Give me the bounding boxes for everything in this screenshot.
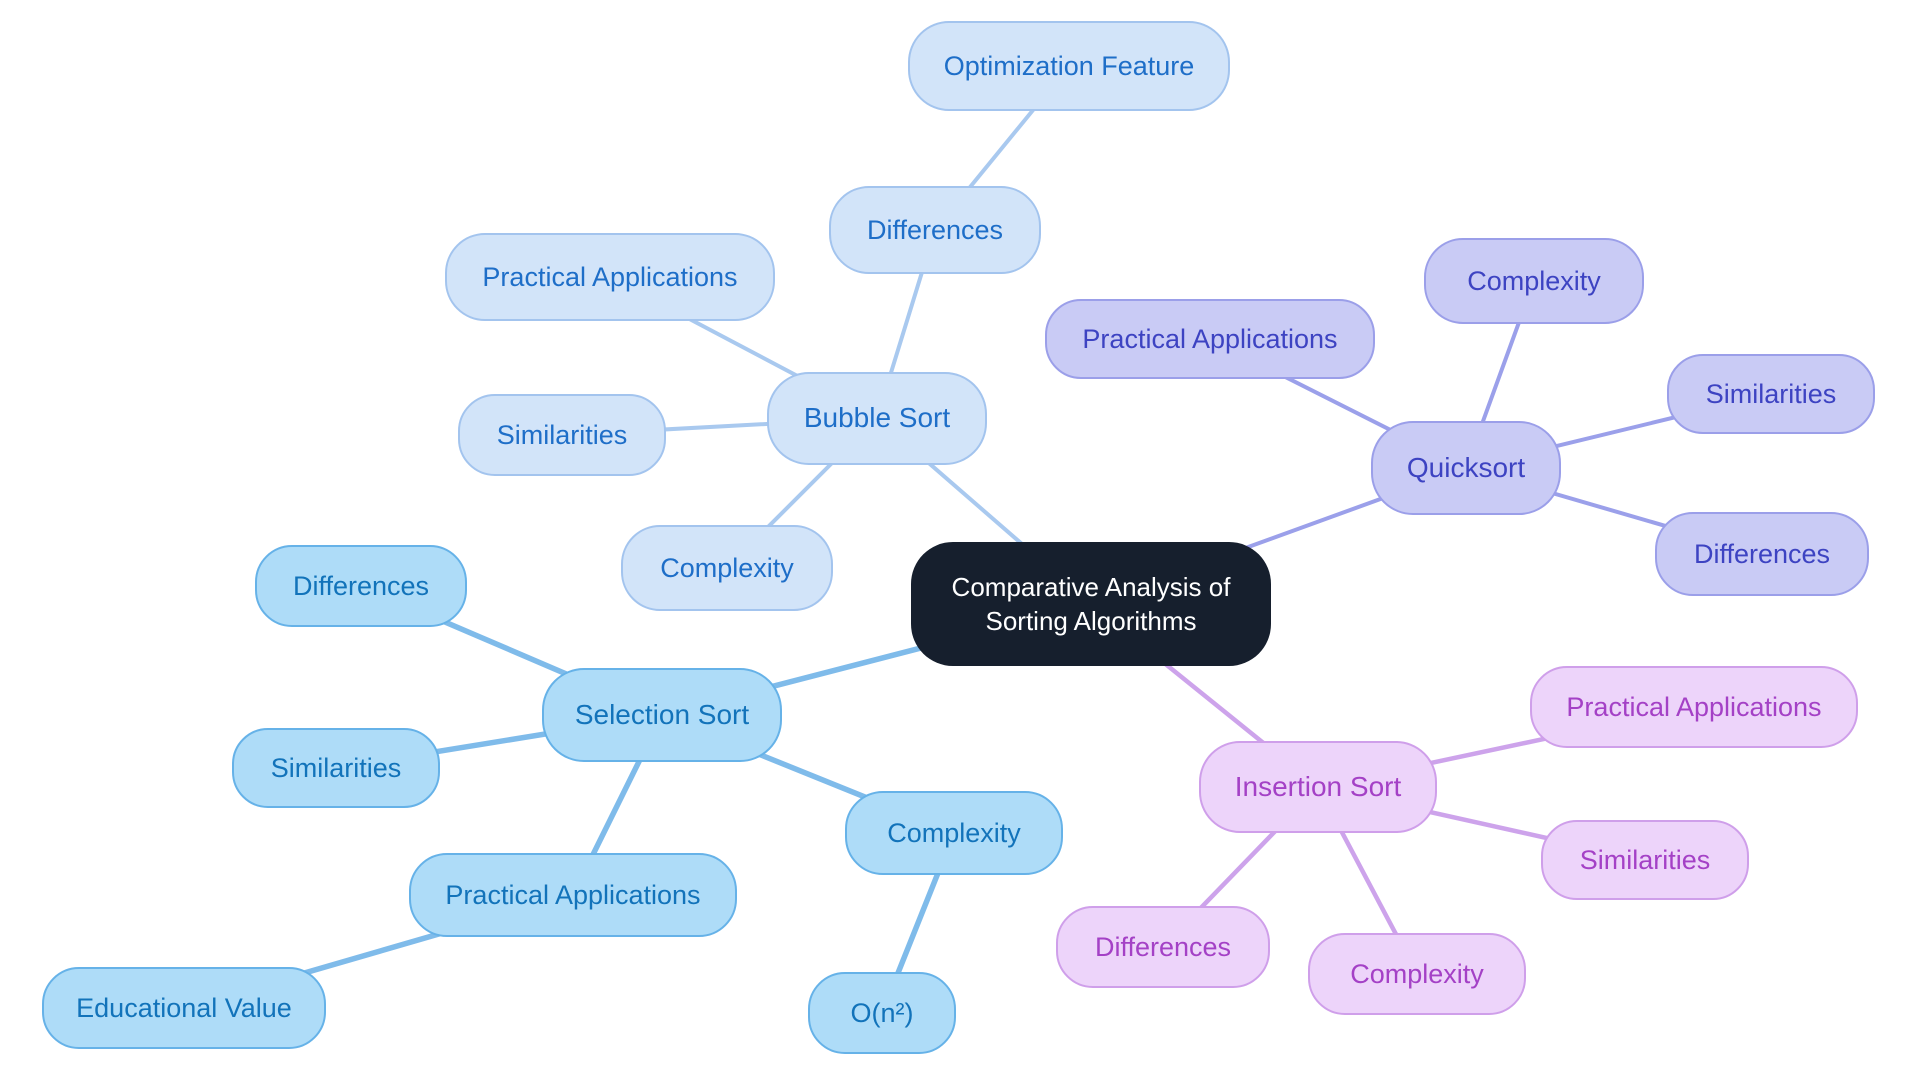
node-label: Practical Applications (482, 261, 738, 292)
node-label: Differences (1693, 538, 1831, 569)
node-label: Similarities (1705, 378, 1837, 409)
node-bubble-sort[interactable]: Bubble Sort (767, 371, 987, 465)
node-quicksort-differences[interactable]: Differences (1655, 512, 1869, 596)
node-label: Quicksort (1406, 452, 1526, 484)
central-topic-label: Comparative Analysis of Sorting Algorith… (951, 571, 1231, 636)
node-quicksort[interactable]: Quicksort (1371, 421, 1561, 515)
node-quicksort-practical-applications[interactable]: Practical Applications (1045, 299, 1375, 379)
node-label: Educational Value (76, 992, 292, 1023)
node-selection-differences[interactable]: Differences (255, 545, 467, 627)
node-label: Differences (1094, 931, 1232, 962)
node-insertion-complexity[interactable]: Complexity (1308, 933, 1526, 1015)
node-bubble-complexity[interactable]: Complexity (621, 525, 833, 611)
node-label: Insertion Sort (1234, 771, 1402, 803)
node-selection-complexity[interactable]: Complexity (845, 791, 1063, 875)
node-quicksort-similarities[interactable]: Similarities (1667, 354, 1875, 434)
node-bubble-practical-applications[interactable]: Practical Applications (445, 233, 775, 321)
node-label: Differences (292, 570, 430, 601)
node-selection-o-n2[interactable]: O(n²) (808, 972, 956, 1054)
node-label: Selection Sort (574, 699, 750, 731)
node-selection-sort[interactable]: Selection Sort (542, 668, 782, 762)
node-label: Bubble Sort (803, 402, 951, 434)
node-label: Practical Applications (445, 879, 701, 910)
node-label: Similarities (1579, 844, 1711, 875)
node-label: Complexity (887, 817, 1021, 848)
node-insertion-differences[interactable]: Differences (1056, 906, 1270, 988)
node-selection-practical-applications[interactable]: Practical Applications (409, 853, 737, 937)
node-label: Complexity (660, 552, 794, 583)
node-label: Similarities (270, 752, 402, 783)
node-bubble-optimization-feature[interactable]: Optimization Feature (908, 21, 1230, 111)
node-selection-similarities[interactable]: Similarities (232, 728, 440, 808)
node-label: Similarities (496, 419, 628, 450)
node-label: Practical Applications (1082, 323, 1338, 354)
node-insertion-similarities[interactable]: Similarities (1541, 820, 1749, 900)
node-central-topic[interactable]: Comparative Analysis of Sorting Algorith… (911, 542, 1271, 666)
node-quicksort-complexity[interactable]: Complexity (1424, 238, 1644, 324)
node-bubble-differences[interactable]: Differences (829, 186, 1041, 274)
node-insertion-sort[interactable]: Insertion Sort (1199, 741, 1437, 833)
node-label: O(n²) (850, 997, 914, 1028)
node-label: Practical Applications (1566, 691, 1822, 722)
node-bubble-similarities[interactable]: Similarities (458, 394, 666, 476)
node-selection-educational-value[interactable]: Educational Value (42, 967, 326, 1049)
node-label: Optimization Feature (943, 50, 1195, 81)
node-label: Differences (866, 214, 1004, 245)
node-label: Complexity (1350, 958, 1484, 989)
node-label: Complexity (1467, 265, 1601, 296)
node-insertion-practical-applications[interactable]: Practical Applications (1530, 666, 1858, 748)
